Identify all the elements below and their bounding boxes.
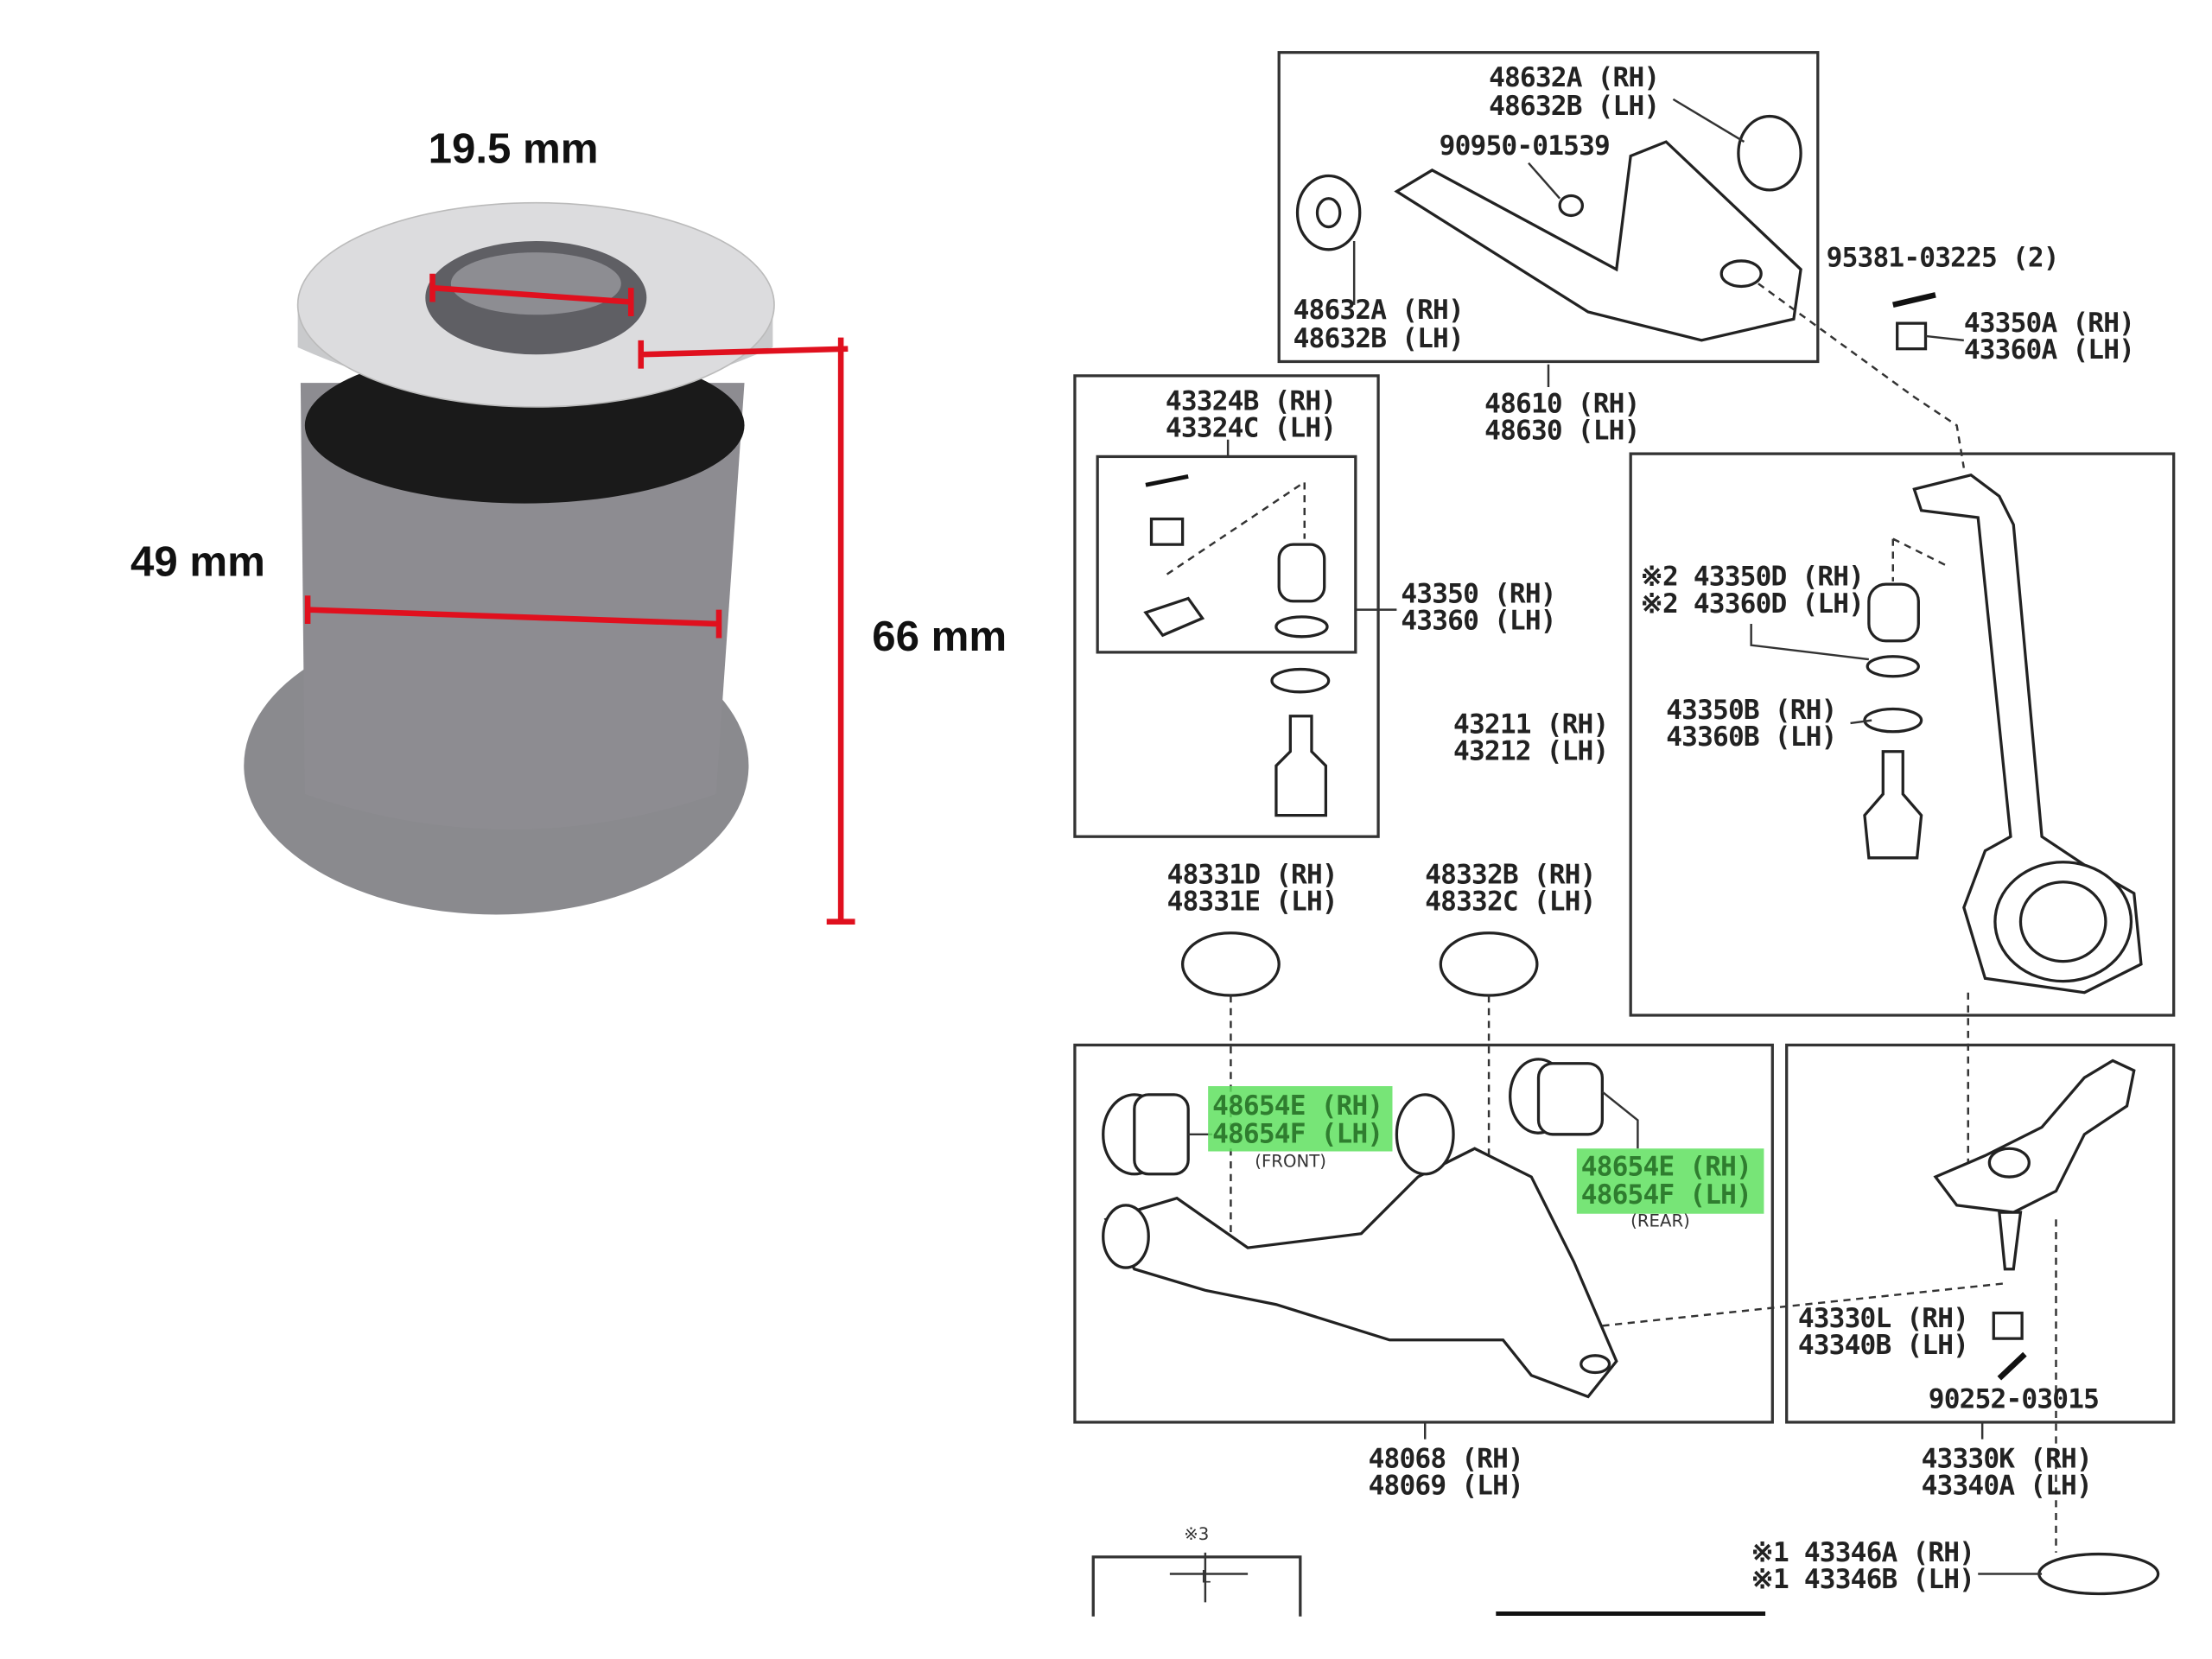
highlight-front-bushing [1208, 1086, 1393, 1152]
upper-arm-box [1277, 51, 1820, 364]
ball-joint-kit-inner-box [1096, 454, 1357, 654]
label-nut-lower-rh: 43330L (RH) [1798, 1303, 1968, 1334]
label-lower-arm-rh: 48068 (RH) [1369, 1443, 1523, 1474]
label-ring-lh: 43360B (LH) [1666, 721, 1836, 753]
knuckle-box [1629, 452, 2176, 1017]
label-bumper-front-lh: 48331E (LH) [1167, 887, 1338, 918]
height-label: 66 mm [872, 613, 1007, 660]
lower-arm-box [1073, 1043, 1774, 1424]
label-boot-upper-rh: ※2 43350D (RH) [1641, 562, 1864, 593]
bushing-bore-inner [450, 252, 621, 315]
label-nut-upper-rh: 43350A (RH) [1964, 308, 2134, 339]
label-ball-joint-kit-rh: 43324B (RH) [1166, 385, 1336, 416]
nut-upper [1896, 321, 1928, 351]
lower-arm-body [1103, 1147, 1618, 1399]
bushing-photo: 19.5 mm 49 mm 66 mm [130, 125, 1007, 925]
label-lower-arm-lh: 48069 (LH) [1369, 1471, 1523, 1502]
outer-diameter-label: 49 mm [130, 537, 265, 585]
label-lower-bushing-front-lh: 48654F (LH) [1212, 1119, 1382, 1150]
label-knuckle-lh: 43212 (LH) [1453, 736, 1608, 767]
label-boot-upper-lh: ※2 43360D (LH) [1641, 588, 1864, 620]
label-ball-joint-upper-lh: 43360 (LH) [1401, 606, 1555, 637]
lower-control-arm [1102, 931, 2007, 1440]
inner-diameter-label: 19.5 mm [429, 125, 599, 173]
label-upper-arm-rh: 48610 (RH) [1484, 389, 1639, 420]
lower-ball-joint [1169, 1058, 2160, 1603]
label-upper-arm-lh: 48630 (LH) [1484, 416, 1639, 447]
label-upper-bushing-bottom-rh: 48632A (RH) [1294, 295, 1464, 326]
bumper-front [1180, 931, 1281, 997]
steering-knuckle [1750, 473, 2143, 1163]
label-lower-ball-joint-lh: 43340A (LH) [1922, 1471, 2092, 1502]
nut-lower [1992, 1311, 2024, 1340]
label-lower-bushing-rear-rh: 48654E (RH) [1581, 1151, 1751, 1182]
bushing-rubber-body [300, 383, 745, 830]
label-ball-joint-kit-lh: 43324C (LH) [1166, 412, 1336, 443]
parts-diagram: 48632A (RH) 48632B (LH) 90950-01539 4863… [1073, 51, 2176, 1617]
label-bumper-rear-rh: 48332B (RH) [1425, 859, 1595, 890]
label-knuckle-rh: 43211 (RH) [1453, 709, 1608, 740]
height-marker [826, 337, 855, 925]
dust-cover [2037, 1552, 2160, 1596]
label-cotter-pin-upper: 95381-03225 (2) [1827, 243, 2059, 274]
label-nut-lower-lh: 43340B (LH) [1798, 1330, 1968, 1361]
outer-diameter-marker [304, 595, 722, 639]
ball-joint-kit-box [1073, 374, 1380, 838]
label-note3-dim: L [1201, 1567, 1211, 1586]
cotter-pin-upper [1892, 292, 1936, 308]
label-front-note: (FRONT) [1255, 1152, 1326, 1172]
label-note3: ※3 [1184, 1524, 1209, 1544]
label-ring-rh: 43350B (RH) [1666, 695, 1836, 726]
label-grease-fitting: 90950-01539 [1440, 130, 1610, 162]
inner-diameter-marker [429, 273, 634, 316]
label-rear-note: (REAR) [1630, 1211, 1690, 1230]
note3-box [1091, 1555, 1302, 1617]
label-bumper-front-rh: 48331D (RH) [1167, 859, 1338, 890]
label-nut-upper-lh: 43360A (LH) [1964, 334, 2134, 365]
bumper-rear [1439, 931, 1539, 997]
lower-ball-joint-box [1785, 1043, 2176, 1424]
label-dust-cover-rh: ※1 43346A (RH) [1751, 1537, 1974, 1568]
grease-fitting [1558, 194, 1585, 218]
label-lower-bushing-front-rh: 48654E (RH) [1212, 1090, 1382, 1122]
upper-control-arm [1295, 98, 1966, 468]
label-bumper-rear-lh: 48332C (LH) [1425, 887, 1595, 918]
label-upper-bushing-bottom-lh: 48632B (LH) [1294, 323, 1464, 354]
label-ball-joint-upper-rh: 43350 (RH) [1401, 578, 1555, 609]
highlight-rear-bushing [1576, 1148, 1764, 1214]
ball-joint-kit [1143, 439, 1397, 817]
label-lower-bushing-rear-lh: 48654F (LH) [1581, 1179, 1751, 1211]
upper-bushing-rear [1737, 114, 1802, 192]
label-lower-ball-joint-rh: 43330K (RH) [1922, 1443, 2092, 1474]
label-upper-bushing-top-lh: 48632B (LH) [1489, 91, 1659, 122]
label-dust-cover-lh: ※1 43346B (LH) [1751, 1564, 1974, 1595]
label-cotter-pin-lower: 90252-03015 [1929, 1384, 2099, 1415]
cotter-pin-lower [1997, 1351, 2027, 1381]
label-upper-bushing-top-rh: 48632A (RH) [1489, 62, 1659, 93]
height-top-marker [638, 340, 849, 369]
